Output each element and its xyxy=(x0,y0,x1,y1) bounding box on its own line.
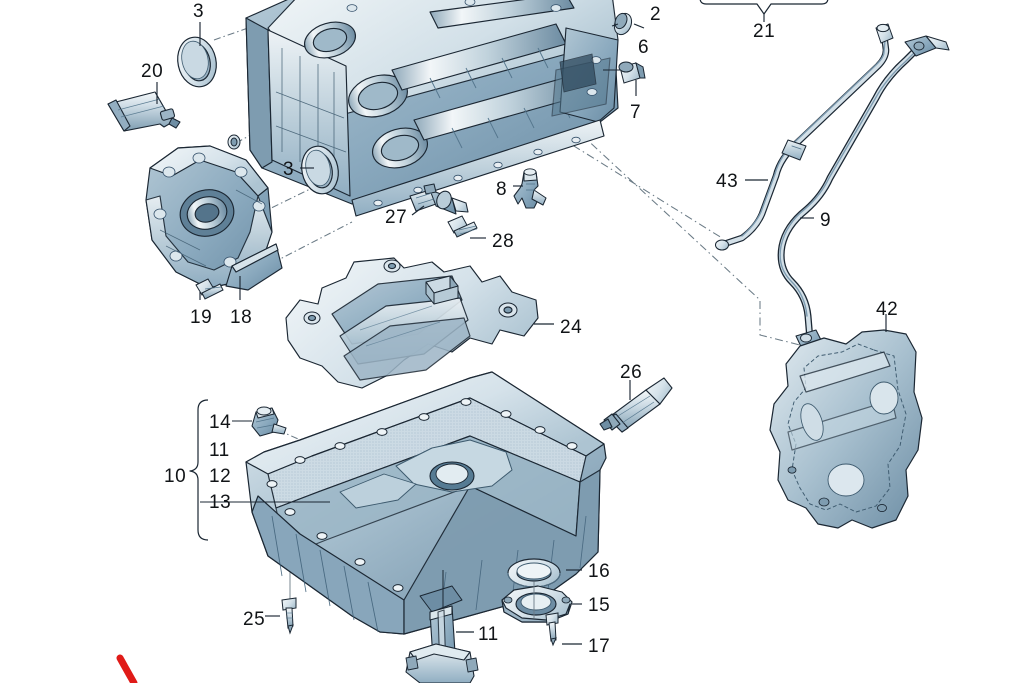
callout-11-dipstick: 11 xyxy=(478,624,499,645)
callout-11-group: 11 xyxy=(209,440,230,461)
part-dipstick-tube xyxy=(405,570,479,683)
callout-21: 21 xyxy=(753,21,776,42)
part-plug-7 xyxy=(618,61,646,84)
callout-13: 13 xyxy=(209,492,232,513)
callout-6: 6 xyxy=(638,37,650,58)
callout-2: 2 xyxy=(650,4,662,25)
part-oil-level-sensor-14 xyxy=(251,406,287,437)
part-sealing-flange-15 xyxy=(501,585,573,623)
part-oil-line-9 xyxy=(777,35,950,360)
callout-18: 18 xyxy=(230,307,253,328)
callout-leaders xyxy=(156,14,887,645)
part-oil-spray-nozzle xyxy=(513,168,547,209)
callout-42: 42 xyxy=(876,299,899,320)
part-gasket-ring-16 xyxy=(507,558,561,588)
red-annotation-mark xyxy=(116,654,138,683)
part-sealant-tube-26 xyxy=(599,377,673,433)
part-engine-block xyxy=(245,0,619,217)
callout-8: 8 xyxy=(496,179,508,200)
callout-26: 26 xyxy=(620,362,643,383)
part-cover-plate-42 xyxy=(769,329,923,529)
callout-9: 9 xyxy=(820,210,832,231)
callout-16: 16 xyxy=(588,561,611,582)
part-dowel-pin xyxy=(227,134,241,150)
part-oil-pressure-switch xyxy=(409,183,469,215)
callout-17: 17 xyxy=(588,636,611,657)
callout-14: 14 xyxy=(209,412,232,433)
part-crank-seal-lower xyxy=(301,145,339,195)
part-crank-seal-upper xyxy=(177,36,217,88)
part-bolt-19 xyxy=(195,278,224,300)
part-oil-pump-housing xyxy=(145,145,283,291)
part-oil-line-43 xyxy=(714,23,894,251)
part-bracket-21 xyxy=(699,0,829,15)
callout-43: 43 xyxy=(716,171,739,192)
callout-25: 25 xyxy=(243,609,266,630)
callout-20: 20 xyxy=(141,61,164,82)
callout-12: 12 xyxy=(209,466,232,487)
part-sealant-tube-20 xyxy=(107,91,181,132)
part-bolt-17 xyxy=(533,582,559,647)
callout-27: 27 xyxy=(385,207,408,228)
part-baffle-plate-24 xyxy=(285,257,539,389)
callout-15: 15 xyxy=(588,595,611,616)
callout-28: 28 xyxy=(492,231,515,252)
part-bolt-25 xyxy=(281,597,297,635)
group-bracket-10 xyxy=(189,399,330,541)
callout-3-lower: 3 xyxy=(283,159,295,180)
callout-7: 7 xyxy=(630,102,642,123)
leader-6-7 xyxy=(603,23,620,71)
part-bolt-28 xyxy=(447,215,478,238)
callout-10-group: 10 xyxy=(164,466,187,487)
part-plug-6 xyxy=(613,12,633,36)
callout-24: 24 xyxy=(560,317,583,338)
callout-3-upper: 3 xyxy=(193,1,205,22)
callout-19: 19 xyxy=(190,307,213,328)
